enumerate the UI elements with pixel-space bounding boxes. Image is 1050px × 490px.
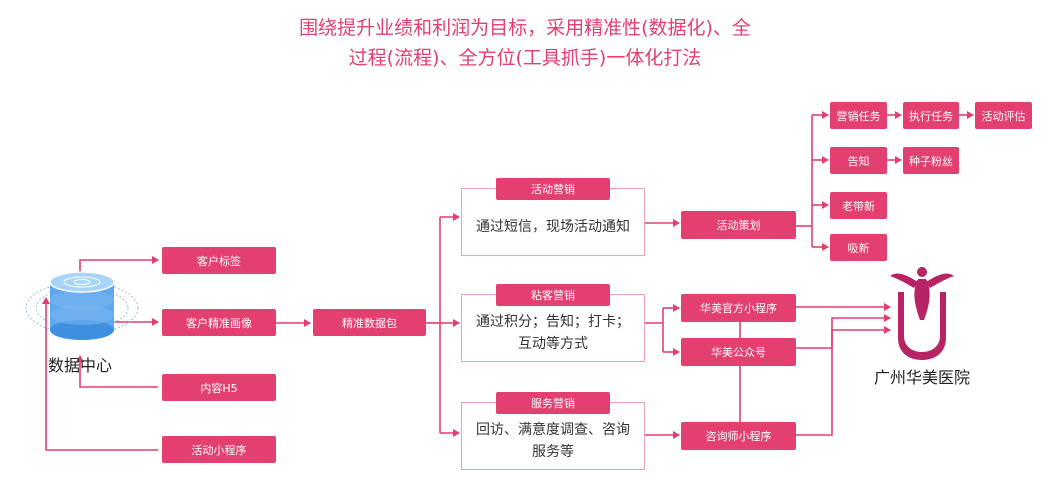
- source-content-h5[interactable]: 内容H5: [162, 374, 276, 401]
- item-attract-new[interactable]: 吸新: [830, 234, 887, 261]
- title-line-1: 围绕提升业绩和利润为目标，采用精准性(数据化)、全: [299, 17, 751, 39]
- item-activity-evaluation[interactable]: 活动评估: [975, 102, 1032, 129]
- channel-title: 活动营销: [496, 178, 610, 200]
- channel-service-marketing[interactable]: 回访、满意度调查、咨询服务等: [461, 402, 645, 470]
- data-package[interactable]: 精准数据包: [313, 309, 426, 336]
- item-marketing-task[interactable]: 营销任务: [830, 102, 887, 129]
- source-customer-tags[interactable]: 客户标签: [162, 247, 276, 274]
- data-center-label: 数据中心: [47, 356, 112, 375]
- touchpoint-official-miniprogram[interactable]: 华美官方小程序: [681, 294, 796, 322]
- source-activity-miniprogram[interactable]: 活动小程序: [162, 436, 276, 463]
- database-icon: [25, 271, 139, 340]
- item-old-bring-new[interactable]: 老带新: [830, 192, 887, 219]
- channel-title: 服务营销: [496, 392, 610, 414]
- item-notify[interactable]: 告知: [830, 147, 887, 174]
- channel-title: 粘客营销: [496, 284, 610, 306]
- touchpoint-consultant-miniprogram[interactable]: 咨询师小程序: [681, 422, 796, 450]
- touchpoint-official-account[interactable]: 华美公众号: [681, 338, 796, 366]
- channel-activity-marketing[interactable]: 通过短信，现场活动通知: [461, 188, 645, 256]
- hospital-name: 广州华美医院: [873, 368, 970, 387]
- channel-description: 回访、满意度调查、咨询服务等: [476, 422, 630, 460]
- item-execute-task[interactable]: 执行任务: [903, 102, 959, 129]
- channel-description: 通过积分；告知；打卡；互动等方式: [476, 314, 630, 352]
- hospital-logo-icon: [890, 267, 954, 360]
- activity-plan[interactable]: 活动策划: [681, 211, 796, 239]
- channel-description: 通过短信，现场活动通知: [476, 219, 630, 235]
- title-line-2: 过程(流程)、全方位(工具抓手)一体化打法: [348, 47, 702, 69]
- source-customer-portrait[interactable]: 客户精准画像: [162, 309, 276, 336]
- channel-engagement-marketing[interactable]: 通过积分；告知；打卡；互动等方式: [461, 294, 645, 362]
- item-seed-fans[interactable]: 种子粉丝: [903, 147, 959, 174]
